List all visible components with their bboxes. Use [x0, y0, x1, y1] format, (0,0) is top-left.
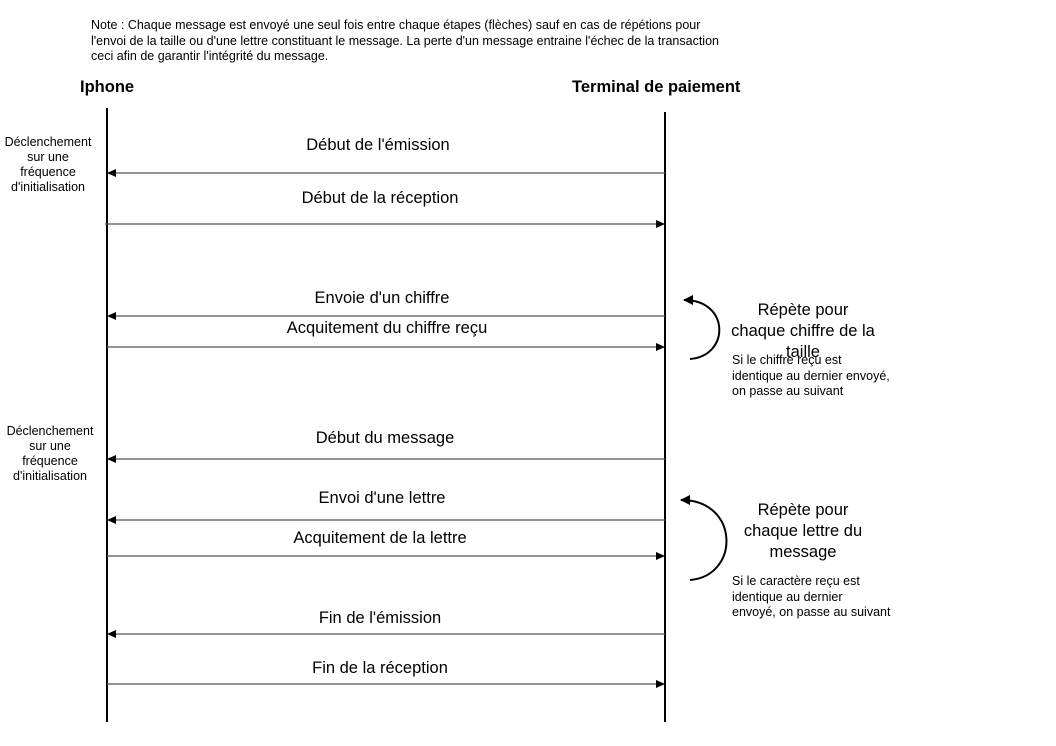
actor-iphone: Iphone	[80, 78, 135, 96]
message-label: Début de la réception	[301, 189, 459, 207]
side-note-trigger: Déclenchement sur une fréquence d'initia…	[6, 424, 94, 483]
message-label: Fin de l'émission	[318, 609, 442, 627]
loop-note-digit: Si le chiffre reçu est identique au dern…	[732, 353, 890, 398]
message-label: Envoi d'une lettre	[318, 489, 446, 507]
message-label: Fin de la réception	[312, 659, 448, 677]
message-label: Acquitement de la lettre	[293, 529, 467, 547]
diagram-note: Note : Chaque message est envoyé une seu…	[91, 18, 771, 65]
note-line: l'envoi de la taille ou d'une lettre con…	[91, 33, 719, 48]
actor-terminal: Terminal de paiement	[572, 78, 741, 96]
message-label: Début du message	[315, 429, 455, 447]
message-label: Envoie d'un chiffre	[314, 289, 450, 307]
loop-title-digit: Répète pour chaque chiffre de la taille	[731, 301, 875, 361]
message-label: Acquitement du chiffre reçu	[286, 319, 488, 337]
message-label: Début de l'émission	[306, 136, 450, 154]
loop-arrow-letter	[680, 495, 728, 581]
loop-arrow-digit	[683, 295, 721, 360]
note-line: ceci afin de garantir l'intégrité du mes…	[91, 49, 329, 63]
note-line: Note : Chaque message est envoyé une seu…	[91, 18, 701, 32]
loop-note-letter: Si le caractère reçu est identique au de…	[732, 574, 891, 619]
loop-title-letter: Répète pour chaque lettre du message	[743, 501, 863, 561]
side-note-trigger: Déclenchement sur une fréquence d'initia…	[4, 135, 92, 194]
